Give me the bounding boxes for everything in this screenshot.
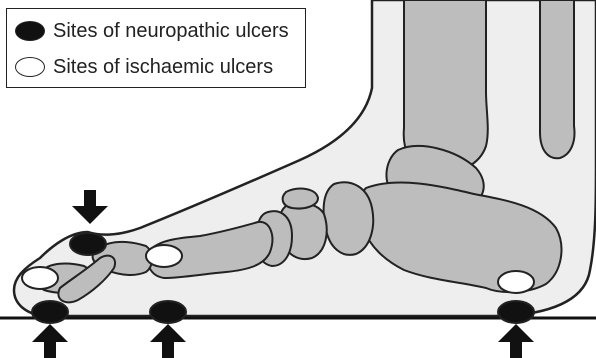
legend-row-neuropathic: Sites of neuropathic ulcers	[15, 15, 289, 47]
pressure-arrow-toe-bottom	[32, 324, 68, 358]
neuropathic-swatch-icon	[15, 21, 45, 41]
pressure-arrow-metatarsal	[150, 324, 186, 358]
navicular-bone	[324, 182, 374, 255]
neuropathic-ulcer-marker-toe-plantar	[32, 301, 68, 323]
neuropathic-ulcer-marker-metatarsal	[150, 301, 186, 323]
legend-row-ischaemic: Sites of ischaemic ulcers	[15, 51, 273, 83]
neuropathic-ulcer-marker-heel	[498, 301, 534, 323]
neuropathic-ulcer-marker-great-toe	[70, 233, 106, 255]
pressure-arrow-heel	[498, 324, 534, 358]
cuneiform-bone-3	[283, 189, 318, 209]
legend-label-neuropathic: Sites of neuropathic ulcers	[53, 20, 289, 43]
ischaemic-ulcer-marker-first-metatarsal	[146, 245, 182, 267]
ischaemic-ulcer-marker-toe-tip	[22, 267, 58, 289]
ischaemic-ulcer-marker-heel	[498, 271, 534, 293]
legend: Sites of neuropathic ulcers Sites of isc…	[6, 8, 306, 88]
fibula-bone	[540, 0, 574, 158]
ischaemic-swatch-icon	[15, 57, 45, 77]
pressure-arrow-toe-top	[72, 190, 108, 224]
legend-label-ischaemic: Sites of ischaemic ulcers	[53, 56, 273, 79]
